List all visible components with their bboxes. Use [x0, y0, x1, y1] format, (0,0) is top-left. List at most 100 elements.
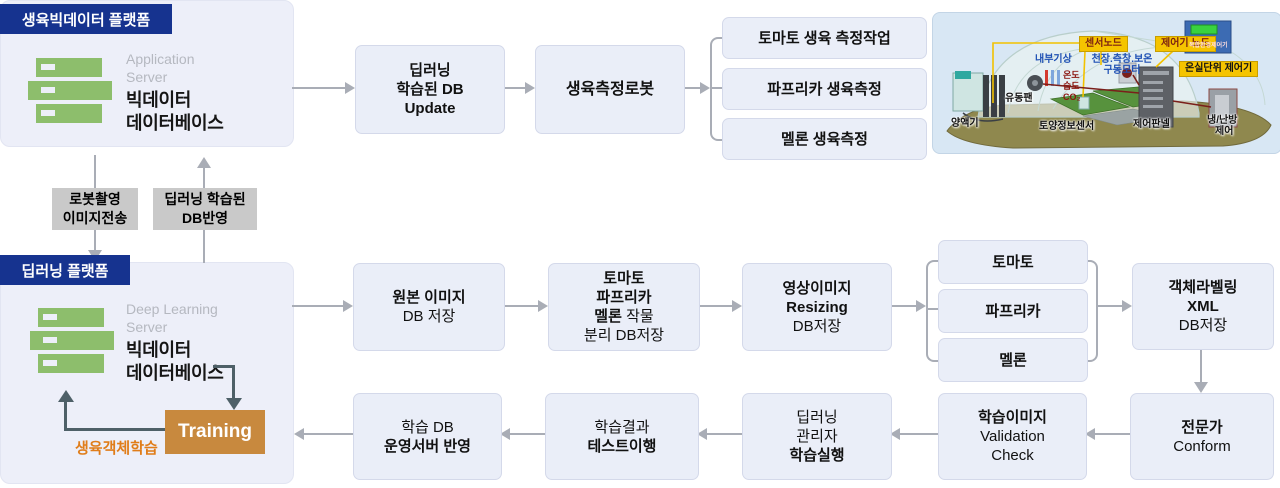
training-label: Training	[178, 421, 252, 442]
transfer-line-down	[94, 230, 96, 250]
arrowhead-down-dark	[226, 398, 242, 410]
transfer-label-up: 딥러닝 학습된 DB반영	[153, 188, 257, 230]
server-name-line2: 데이터베이스	[126, 363, 224, 383]
transfer-label-line: 딥러닝 학습된	[164, 191, 246, 207]
bracket-connector	[710, 37, 722, 141]
box-line: 분리 DB저장	[583, 327, 665, 344]
arrowhead-right	[916, 300, 926, 312]
label-soil-sensor: 토양정보센서	[1039, 121, 1095, 132]
transfer-line-down	[94, 155, 96, 188]
arrow-line	[1200, 348, 1202, 382]
arrowhead-right	[700, 82, 710, 94]
box-crop-tomato: 토마토	[938, 240, 1088, 284]
bracket-stub	[710, 87, 722, 89]
box-resizing: 영상이미지 Resizing DB저장	[742, 263, 892, 351]
transfer-label-line: 이미지전송	[62, 210, 128, 226]
arrowhead-left	[294, 428, 304, 440]
box-line: 멜론	[999, 351, 1027, 369]
box-task-paprika: 파프리카 생육측정	[722, 68, 927, 110]
box-task-tomato: 토마토 생육 측정작업	[722, 17, 927, 59]
server-role-line2: Server	[126, 319, 168, 335]
label-fan: 유동팬	[1005, 93, 1033, 104]
label-co2: CO₂	[1063, 92, 1081, 102]
bracket-connector	[926, 260, 938, 362]
arrow-line	[304, 433, 353, 435]
box-line: 영상이미지	[782, 279, 852, 297]
label-indoor-weather: 내부기상	[1035, 54, 1072, 65]
box-line: 생육측정로봇	[565, 81, 655, 98]
box-crop-melon: 멜론	[938, 338, 1088, 382]
label-motor-line2: 구동모터	[1103, 65, 1141, 76]
bottom-platform-title: 딥러닝 플랫폼	[21, 262, 109, 280]
arrow-line	[503, 305, 538, 307]
label-controller-node: 제어기 노드	[1155, 36, 1216, 52]
box-db-update: 딥러닝 학습된 DB Update	[355, 45, 505, 134]
training-line	[232, 365, 235, 399]
arrowhead-right	[343, 300, 353, 312]
arrow-line	[1095, 433, 1130, 435]
box-line: 테스트이행	[587, 437, 657, 455]
top-platform-header: 생육빅데이터 플랫폼	[0, 4, 172, 34]
box-line: Conform	[1173, 437, 1231, 455]
box-line: 학습결과	[594, 418, 650, 436]
deep-learning-server-icon	[30, 308, 114, 373]
box-line: 토마토	[992, 253, 1034, 271]
training-loop-label: 생육객체학습	[75, 440, 158, 457]
box-line: 원본 이미지	[392, 289, 466, 306]
label-nutrient: 양액기	[951, 118, 979, 129]
transfer-label-line: DB반영	[182, 210, 228, 226]
box-object-labeling: 객체라벨링 XML DB저장	[1132, 263, 1274, 350]
box-line: DB 저장	[402, 308, 456, 325]
box-line: 파프리카	[596, 289, 652, 306]
label-device: 복합환경제어기	[1189, 43, 1228, 49]
arrow-line	[292, 305, 343, 307]
arrow-line	[292, 87, 345, 89]
box-line-part: 작물	[621, 308, 654, 325]
transfer-line-up	[203, 168, 205, 188]
box-line: 학습된 DB	[396, 81, 464, 98]
training-line	[64, 402, 67, 431]
arrow-line	[707, 433, 742, 435]
label-hvac-line2: 제어	[1215, 126, 1234, 137]
box-growth-robot: 생육측정로봇	[535, 45, 685, 134]
label-unit-controller: 온실단위 제어기	[1179, 61, 1259, 77]
bracket-stub	[926, 308, 938, 310]
box-original-image: 원본 이미지 DB 저장	[353, 263, 505, 351]
arrow-line	[698, 305, 732, 307]
arrowhead-right	[525, 82, 535, 94]
training-line	[213, 365, 235, 368]
greenhouse-illustration: 센서노드 제어기 노드 온실단위 제어기 복합환경제어기 내부기상 천장.측창.…	[932, 12, 1280, 154]
arrow-line	[900, 433, 938, 435]
arrow-line	[503, 87, 525, 89]
box-expert-conform: 전문가 Conform	[1130, 393, 1274, 480]
arrow-line	[1096, 305, 1122, 307]
arrowhead-right	[732, 300, 742, 312]
top-platform-title: 생육빅데이터 플랫폼	[21, 11, 151, 29]
arrowhead-left	[1085, 428, 1095, 440]
bottom-server-text: Deep Learning Server 빅데이터 데이터베이스	[126, 300, 224, 385]
arrowhead-up	[197, 157, 211, 168]
box-line: 객체라벨링	[1168, 279, 1238, 296]
box-line: 학습 DB	[401, 418, 454, 436]
box-crop-separation: 토마토 파프리카 멜론 작물 분리 DB저장	[548, 263, 700, 351]
box-line: 운영서버 반영	[384, 437, 471, 455]
greenhouse-art	[946, 20, 1272, 149]
server-name-line2: 데이터베이스	[126, 113, 224, 133]
box-validation-check: 학습이미지 Validation Check	[938, 393, 1087, 480]
server-name-line1: 빅데이터	[126, 90, 192, 110]
box-test-execution: 학습결과 테스트이행	[545, 393, 699, 480]
box-line: Validation	[980, 428, 1045, 445]
box-crop-paprika: 파프리카	[938, 289, 1088, 333]
box-line: Resizing	[786, 298, 848, 316]
arrowhead-left	[697, 428, 707, 440]
box-line: Check	[991, 447, 1034, 464]
box-task-melon: 멜론 생육측정	[722, 118, 927, 160]
arrow-line	[683, 87, 700, 89]
label-motor-line1: 천장.측창.보온	[1091, 54, 1153, 65]
box-line-part: 멜론	[594, 308, 622, 325]
box-learning-execution: 딥러닝 관리자 학습실행	[742, 393, 892, 480]
box-line: 학습실행	[789, 447, 845, 464]
box-line: 멜론 생육측정	[781, 130, 868, 148]
transfer-label-line: 로봇촬영	[69, 191, 121, 207]
